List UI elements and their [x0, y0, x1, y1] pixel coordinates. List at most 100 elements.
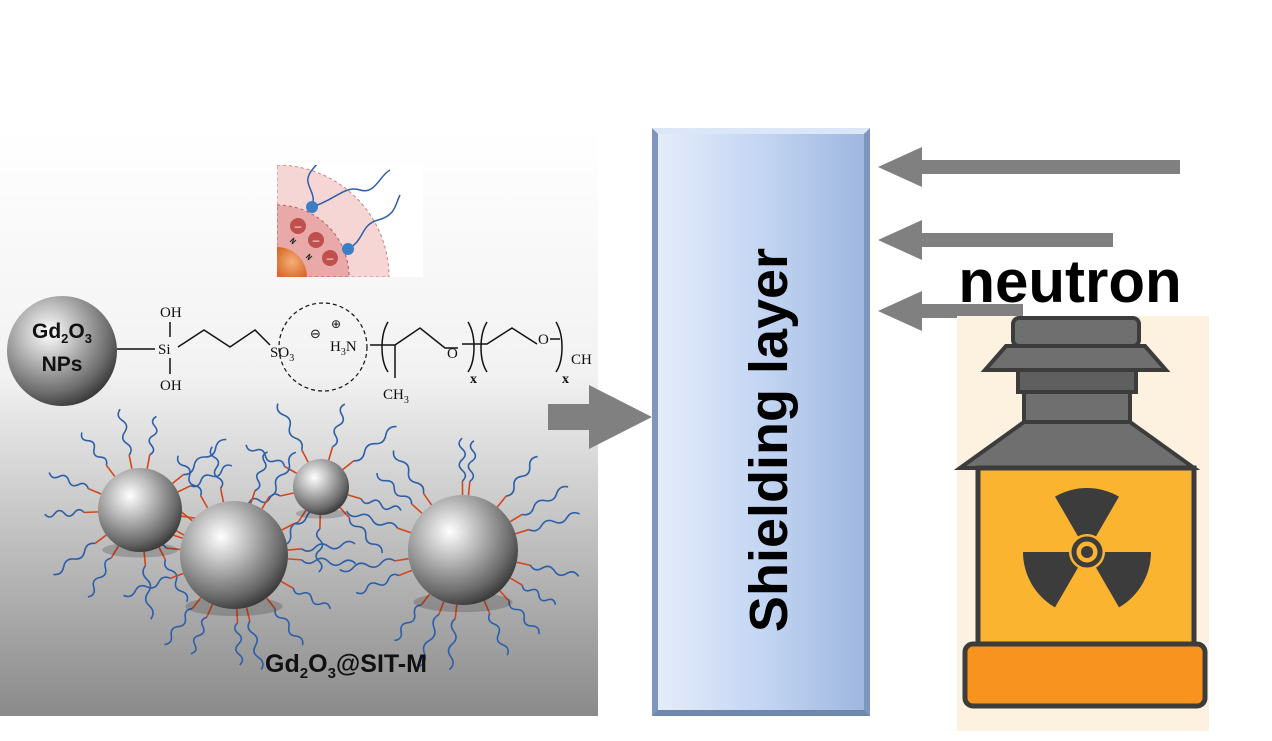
- polymer-chain: [339, 558, 396, 573]
- anchor-segment: [287, 547, 302, 551]
- anchor-segment: [516, 561, 531, 567]
- anchor-segment: [411, 503, 423, 514]
- polymer-chain: [87, 557, 112, 598]
- composite-particles: [44, 403, 580, 671]
- polymer-chain: [274, 608, 304, 646]
- anchor-segment: [146, 454, 151, 469]
- polymer-chain: [44, 508, 85, 518]
- np-label-nps: NPs: [42, 353, 83, 376]
- anchor-segment: [287, 558, 302, 561]
- svg-text:SO3: SO3: [270, 345, 294, 364]
- coated-sphere: [408, 495, 518, 605]
- trefoil-blade: [1096, 552, 1151, 608]
- polymer-chain: [254, 451, 268, 492]
- anchor-segment: [509, 513, 523, 523]
- polymer-chain: [301, 540, 356, 552]
- anchor-segment: [420, 593, 431, 606]
- polymer-chain: [233, 622, 244, 666]
- anchor-segment: [166, 547, 181, 551]
- polymer-chain: [247, 620, 264, 670]
- neutron-arrows: [878, 147, 1180, 331]
- struct-plus: ⊕: [331, 317, 341, 331]
- polymer-chain: [487, 613, 509, 656]
- process-arrow: [548, 385, 652, 449]
- svg-text:–: –: [327, 251, 334, 265]
- np-label-sub1: 2: [61, 331, 68, 346]
- svg-text:CH3: CH3: [383, 387, 409, 406]
- coated-sphere: [180, 501, 288, 609]
- anchor-segment: [110, 545, 120, 559]
- struct-x1: x: [470, 372, 477, 387]
- anchor-segment: [172, 473, 184, 485]
- anchor-segment: [483, 600, 491, 614]
- polymer-chain: [521, 585, 557, 606]
- polymer-chain: [345, 510, 399, 529]
- gd2o3-nanoparticle: Gd2O3 NPs: [7, 296, 117, 406]
- anchor-segment: [297, 510, 307, 523]
- polymer-chain: [447, 617, 457, 671]
- polymer-chain: [355, 573, 400, 595]
- polymer-chain: [117, 408, 132, 456]
- struct-x2: x: [562, 372, 569, 387]
- svg-text:–: –: [295, 219, 302, 233]
- struct-o2: O: [538, 332, 549, 348]
- polymer-chain: [80, 432, 108, 466]
- anchor-segment: [327, 446, 334, 461]
- anchor-segment: [87, 487, 102, 495]
- polymer-chain: [276, 403, 303, 450]
- anchor-segment: [499, 590, 510, 602]
- polymer-chain: [123, 576, 171, 598]
- polymer-chain: [183, 438, 227, 476]
- anchor-segment: [249, 490, 256, 504]
- anchor-segment: [454, 604, 458, 619]
- polymer-chain: [394, 604, 422, 642]
- struct-so3: SO: [270, 345, 289, 361]
- neutron-arrow-3: [915, 304, 1023, 318]
- polymer-chain: [348, 517, 383, 554]
- anchor-segment: [200, 495, 209, 509]
- struct-minus: ⊖: [310, 326, 321, 341]
- polymer-chain: [301, 557, 357, 567]
- anchor-segment: [515, 528, 530, 535]
- anchor-segment: [281, 522, 295, 531]
- anchor-segment: [467, 481, 471, 496]
- polymer-chain: [190, 616, 208, 655]
- polymer-chain: [245, 444, 286, 467]
- np-label-gd: Gd: [32, 320, 61, 343]
- polymer-chain: [148, 415, 158, 456]
- anchor-segment: [245, 607, 251, 622]
- anchor-segment: [496, 495, 507, 508]
- anchor-segment: [206, 604, 214, 618]
- polymer-chain: [48, 472, 89, 489]
- coated-sphere: [293, 459, 349, 515]
- np-label-o: O: [68, 320, 84, 343]
- polymer-chain: [332, 403, 346, 448]
- anchor-segment: [509, 577, 523, 586]
- polymer-chain: [190, 464, 233, 488]
- anchor-segment: [143, 551, 147, 566]
- composite-label: Gd2O3@SIT-M: [265, 650, 427, 682]
- polymer-chain: [529, 564, 580, 577]
- neutron-source-canister-icon: [953, 316, 1209, 731]
- polymer-chain: [176, 455, 203, 496]
- anchor-segment: [394, 557, 409, 562]
- polymer-chain: [528, 511, 580, 532]
- struct-oh-bottom: OH: [160, 378, 182, 394]
- polymer-chain: [209, 446, 224, 489]
- polymer-chain: [315, 528, 324, 573]
- struct-methyl: CH: [383, 387, 404, 403]
- shielding-layer-label: Shielding layer: [739, 248, 799, 632]
- negative-charge-icon: [290, 218, 306, 234]
- anchor-segment: [339, 507, 351, 519]
- polymer-chain: [360, 498, 402, 511]
- anchor-segment: [280, 580, 294, 589]
- anchor-segment: [397, 527, 412, 534]
- polymer-chain: [164, 607, 193, 646]
- polymer-chain: [376, 472, 413, 505]
- polymer-chain: [467, 440, 477, 482]
- neutron-arrow-1: [915, 160, 1180, 174]
- polymer-chain: [292, 587, 331, 610]
- struct-h3n-h: H: [330, 339, 341, 355]
- coated-sphere: [98, 468, 182, 552]
- anchor-segment: [177, 485, 191, 493]
